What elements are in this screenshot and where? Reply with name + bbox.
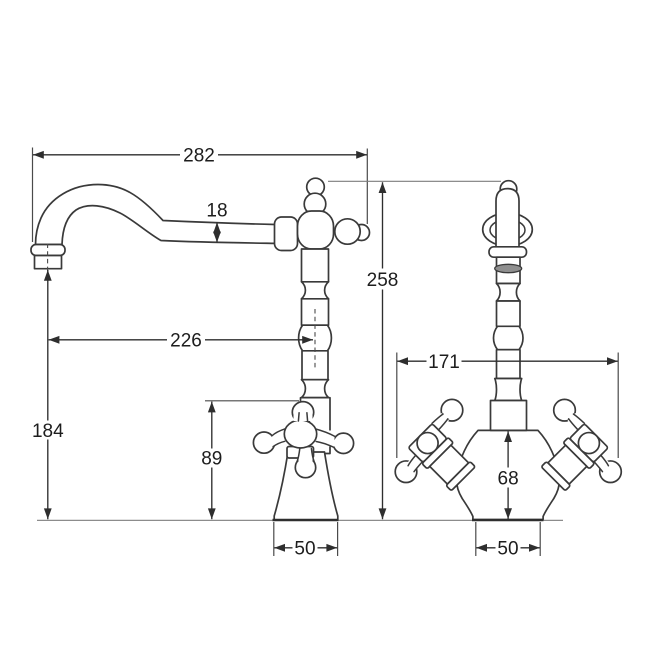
column-barrel bbox=[492, 325, 524, 351]
dim-label-18: 18 bbox=[206, 201, 227, 222]
dim-overall-height: 258 bbox=[328, 180, 501, 520]
handle-hub bbox=[283, 419, 318, 449]
cross-handle-side-view bbox=[252, 400, 355, 479]
spout-outlet-opening bbox=[494, 263, 523, 274]
dim-handle-height: 89 bbox=[198, 400, 299, 520]
handle-lobe-left bbox=[252, 431, 276, 455]
dim-label-184: 184 bbox=[32, 421, 64, 442]
dim-label-50-front: 50 bbox=[497, 539, 518, 560]
column-section bbox=[300, 248, 330, 283]
column-section bbox=[495, 300, 521, 328]
column-waist bbox=[495, 282, 521, 302]
column-barrel bbox=[297, 324, 333, 352]
dim-label-282: 282 bbox=[183, 146, 215, 167]
dim-handle-span: 171 bbox=[396, 351, 619, 458]
dim-outlet-to-axis: 226 bbox=[48, 330, 314, 352]
construction-lines bbox=[37, 243, 563, 522]
dim-label-50-side: 50 bbox=[294, 539, 315, 560]
side-knob-large bbox=[333, 217, 362, 246]
spout-connector-nut bbox=[273, 216, 299, 252]
dim-base-width-side: 50 bbox=[273, 522, 339, 560]
body-collar bbox=[489, 399, 528, 432]
column-section bbox=[493, 377, 523, 402]
dim-spout-reach: 282 bbox=[31, 145, 368, 242]
dim-label-68: 68 bbox=[498, 469, 519, 490]
dim-body-height: 68 bbox=[494, 431, 523, 520]
dim-label-226: 226 bbox=[170, 331, 202, 352]
dim-label-171: 171 bbox=[428, 352, 460, 373]
dimensions: 282 18 258 226 184 89 bbox=[29, 145, 619, 560]
spout-outline bbox=[34, 183, 276, 246]
spout-riser bbox=[495, 187, 520, 249]
dim-label-89: 89 bbox=[201, 449, 222, 470]
tap-body bbox=[296, 210, 335, 250]
handle-cap bbox=[416, 431, 439, 455]
handle-lobe-right bbox=[332, 432, 355, 455]
spout-end-flange bbox=[488, 245, 528, 259]
cross-handle-front-left bbox=[394, 398, 476, 491]
column-section bbox=[495, 348, 521, 380]
front-view bbox=[394, 179, 635, 521]
handle-flange bbox=[445, 461, 476, 491]
dim-base-width-front: 50 bbox=[475, 522, 541, 560]
dim-spout-diameter: 18 bbox=[206, 201, 228, 243]
dim-label-258: 258 bbox=[367, 270, 399, 291]
column-waist bbox=[300, 378, 330, 399]
dim-outlet-height: 184 bbox=[29, 269, 66, 520]
column-waist bbox=[300, 280, 330, 300]
